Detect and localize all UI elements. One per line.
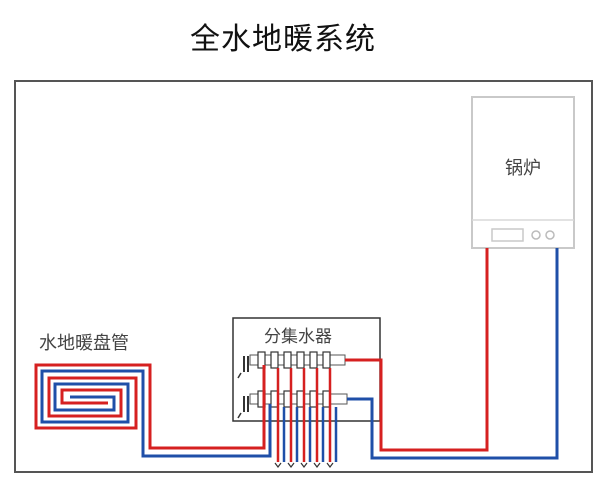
branch-arrows — [274, 462, 334, 468]
manifold: 分集水器 — [232, 317, 381, 422]
floor-coil-label: 水地暖盘管 — [39, 333, 129, 354]
boiler-knob — [545, 230, 555, 240]
boiler-display — [491, 228, 524, 242]
floor-coil-supply — [34, 363, 266, 450]
boiler-knob — [531, 230, 541, 240]
boiler-supply-pipe — [345, 248, 489, 452]
boiler: 锅炉 — [471, 96, 575, 249]
boiler-label: 锅炉 — [505, 158, 541, 179]
floor-coil-return — [40, 369, 272, 458]
manifold-label: 分集水器 — [264, 327, 332, 347]
boiler-return-pipe — [347, 248, 559, 460]
house-outline — [14, 80, 593, 473]
page-title: 全水地暖系统 — [190, 22, 376, 57]
branch-pipes — [276, 368, 338, 462]
